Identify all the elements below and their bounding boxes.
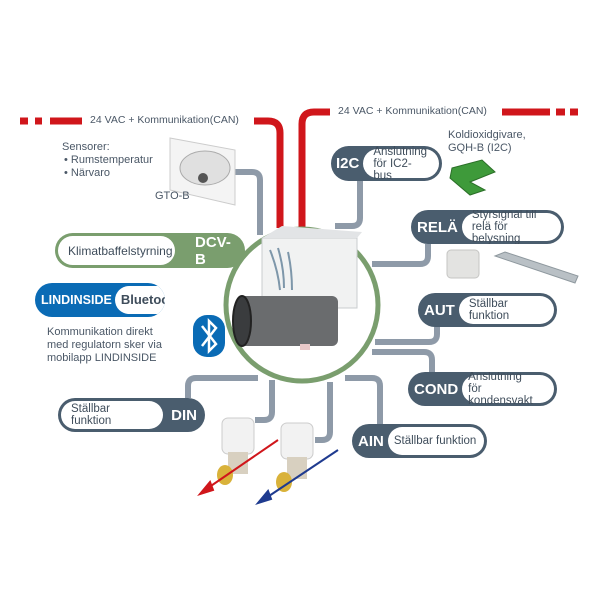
rela-code: RELÄ <box>417 218 458 236</box>
connector-aut <box>375 327 440 345</box>
co2-sensor-label: Koldioxidgivare, GQH-B (I2C) <box>448 129 526 155</box>
connector-cond <box>372 349 435 372</box>
sensor-item: Närvaro <box>70 167 111 179</box>
gto-b-label: GTO-B <box>155 190 190 202</box>
controller-device-image <box>232 226 362 350</box>
connector-valve1 <box>255 380 275 423</box>
ain-code: AIN <box>358 432 384 450</box>
rela-line2: relä för belysning <box>471 221 521 244</box>
connector-i2c <box>335 180 363 229</box>
ain-label: Ställbar funktion <box>387 427 484 455</box>
desc-line: mobilapp LINDINSIDE <box>47 352 157 364</box>
ain-pill: AIN Ställbar funktion <box>352 424 487 458</box>
gto-b-sensor-image <box>169 137 236 206</box>
bluetooth-icon <box>193 315 225 357</box>
flow-arrow-hot <box>197 439 279 496</box>
connector-ain <box>345 375 383 424</box>
din-pill: Ställbar funktion DIN <box>58 398 205 432</box>
ceiling-lamp-image <box>493 251 579 284</box>
din-code: DIN <box>171 406 197 424</box>
dcv-b-pill: Klimatbaffelstyrning DCV-B <box>55 233 245 268</box>
connector-valve2 <box>315 382 333 443</box>
co2-line1: Koldioxidgivare, <box>448 129 526 141</box>
gqh-b-pcb-image <box>449 159 496 196</box>
co2-line2: GQH-B (I2C) <box>448 142 512 154</box>
din-label: Ställbar funktion <box>61 401 164 429</box>
sensors-title: Sensorer: <box>62 141 110 153</box>
relay-box-image <box>446 249 480 279</box>
flow-arrow-cold <box>255 449 339 505</box>
desc-line: med regulatorn sker via <box>47 339 162 351</box>
power-label-right: 24 VAC + Kommunikation(CAN) <box>338 105 487 117</box>
aut-code: AUT <box>424 301 455 319</box>
cond-line1: Anslutning <box>468 372 522 383</box>
lindinside-pill: LINDINSIDE Bluetooth® <box>35 283 165 317</box>
bluetooth-label: Bluetooth® <box>114 286 165 314</box>
cond-line2: för kondensvakt <box>468 383 533 406</box>
desc-line: Kommunikation direkt <box>47 326 153 338</box>
i2c-line2: för IC2-bus <box>373 157 412 182</box>
power-line-left <box>20 117 284 228</box>
power-label-left: 24 VAC + Kommunikation(CAN) <box>90 114 239 126</box>
i2c-line1: Anslutning <box>373 146 428 158</box>
cond-code: COND <box>414 380 459 398</box>
sensors-block: Sensorer: • Rumstemperatur • Närvaro <box>62 141 153 179</box>
connector-din <box>185 375 258 398</box>
power-line-right <box>298 108 578 228</box>
rela-line1: Styrsignal till <box>471 210 537 221</box>
dcv-label: Klimatbaffelstyrning <box>58 236 175 265</box>
dcv-code: DCV-B <box>195 233 231 268</box>
aut-pill: AUT Ställbar funktion <box>418 293 557 327</box>
connector-gto <box>232 169 263 235</box>
valve-actuator-2-image <box>276 422 314 492</box>
connector-rela <box>372 244 431 267</box>
lindinside-code: LINDINSIDE <box>41 293 112 307</box>
valve-actuator-1-image <box>217 417 255 485</box>
sensor-item: Rumstemperatur <box>70 154 153 166</box>
lindinside-description: Kommunikation direkt med regulatorn sker… <box>47 326 162 365</box>
aut-label: Ställbar funktion <box>458 296 554 324</box>
i2c-code: I2C <box>336 155 360 172</box>
